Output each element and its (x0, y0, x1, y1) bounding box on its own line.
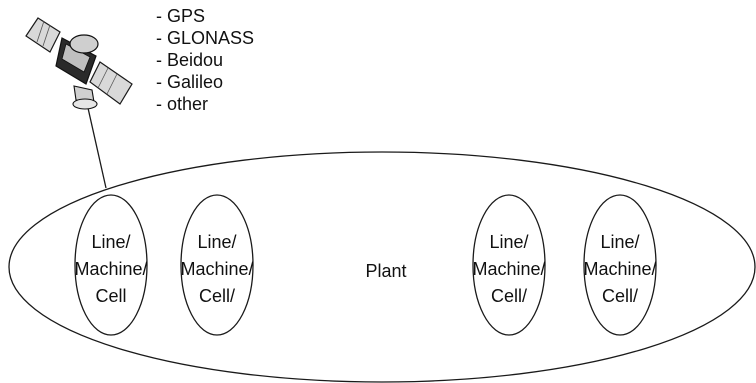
unit-ellipse (583, 194, 657, 336)
plant-label: Plant (365, 261, 406, 281)
gnss-system-item: - GLONASS (156, 28, 254, 48)
unit-1: Line/Machine/Cell (74, 194, 148, 336)
unit-3: Line/Machine/Cell/ (472, 194, 546, 336)
unit-label-line: Cell (95, 286, 126, 306)
unit-2: Line/Machine/Cell/ (180, 194, 254, 336)
satellite-icon (25, 17, 133, 110)
unit-label-line: Line/ (600, 232, 639, 252)
unit-label-line: Machine/ (472, 259, 545, 279)
unit-ellipse (180, 194, 254, 336)
satellite-link-line (87, 107, 107, 189)
unit-label-line: Cell/ (602, 286, 638, 306)
unit-label-line: Line/ (489, 232, 528, 252)
gnss-systems-list: - GPS- GLONASS- Beidou- Galileo- other (156, 6, 254, 114)
gnss-system-item: - Beidou (156, 50, 223, 70)
unit-label-line: Machine/ (180, 259, 253, 279)
unit-ellipse (74, 194, 148, 336)
plant-ellipse (8, 151, 756, 383)
unit-label-line: Cell/ (199, 286, 235, 306)
unit-label-line: Line/ (91, 232, 130, 252)
gnss-system-item: - GPS (156, 6, 205, 26)
plant-units: Line/Machine/CellLine/Machine/Cell/Line/… (74, 194, 657, 336)
unit-label-line: Cell/ (491, 286, 527, 306)
unit-label-line: Machine/ (74, 259, 147, 279)
gnss-system-item: - Galileo (156, 72, 223, 92)
unit-label-line: Machine/ (583, 259, 656, 279)
gnss-system-item: - other (156, 94, 208, 114)
unit-4: Line/Machine/Cell/ (583, 194, 657, 336)
unit-ellipse (472, 194, 546, 336)
unit-label-line: Line/ (197, 232, 236, 252)
